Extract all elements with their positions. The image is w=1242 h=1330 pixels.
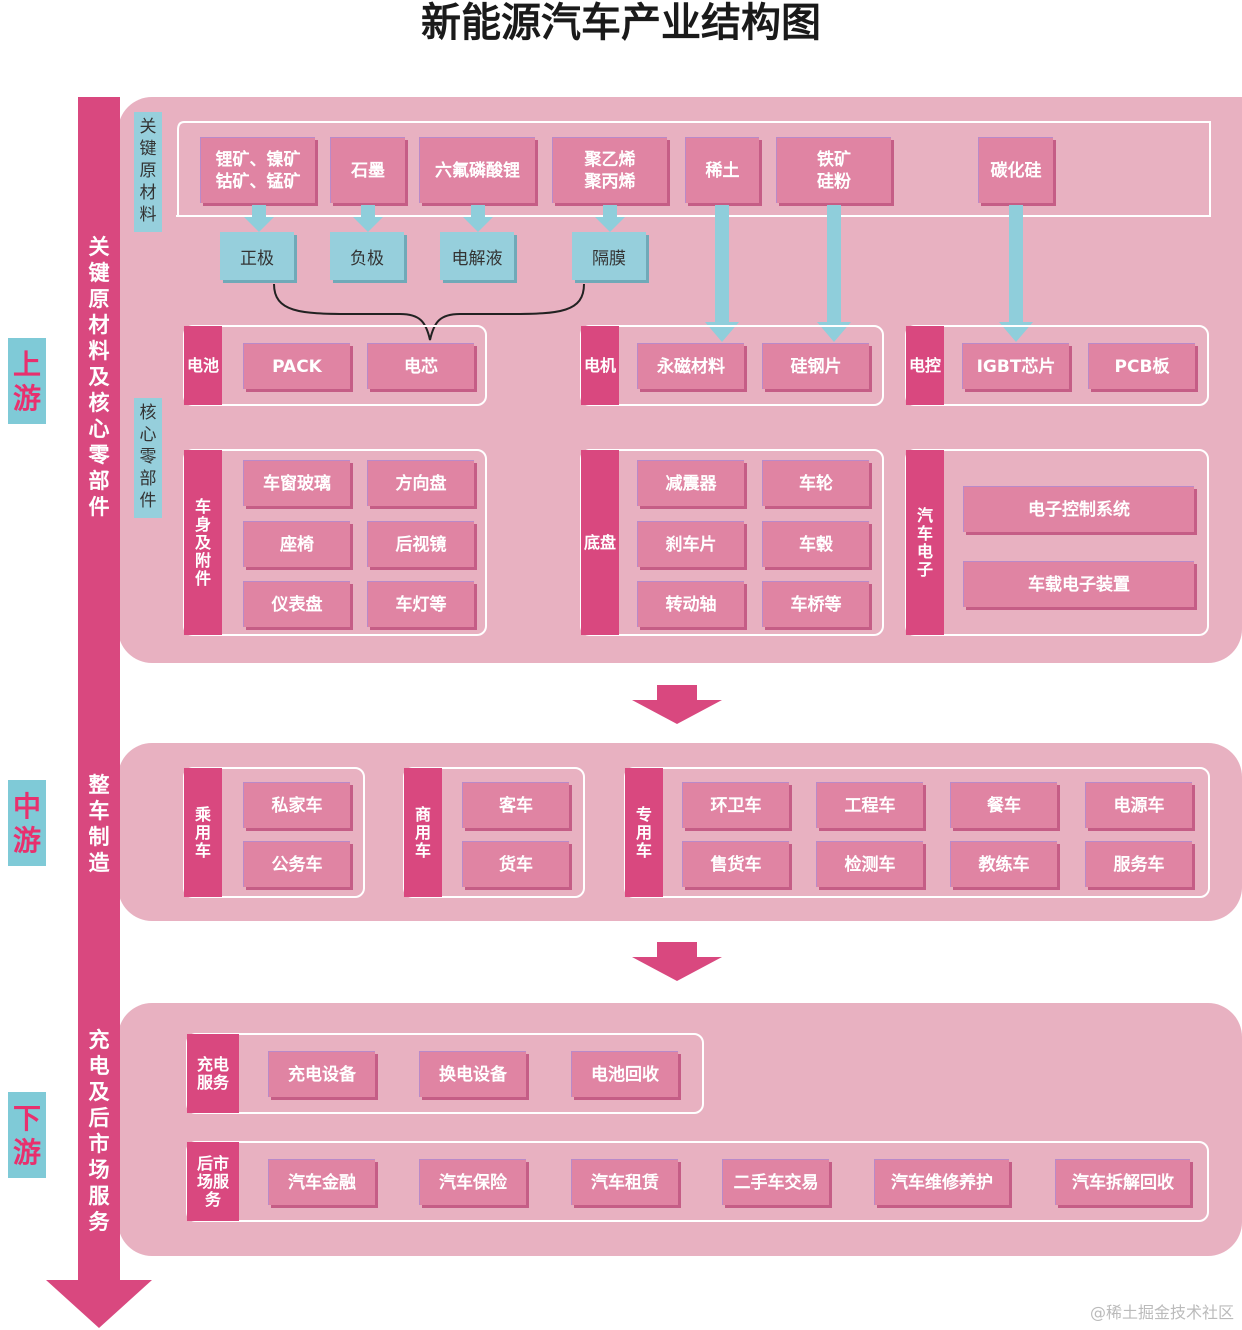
material-iron-silicon: 铁矿 硅粉 — [776, 137, 891, 203]
material-rare-earth: 稀土 — [685, 137, 759, 203]
body-mirror: 后视镜 — [367, 521, 474, 567]
battery-material-anode: 负极 — [330, 232, 404, 280]
charging-label: 充电服务 — [187, 1034, 239, 1113]
charging-equipment: 充电设备 — [268, 1051, 375, 1097]
material-graphite: 石墨 — [330, 137, 405, 203]
battery-material-cathode: 正极 — [220, 232, 294, 280]
ecu-igbt: IGBT芯片 — [962, 343, 1069, 389]
page-title: 新能源汽车产业结构图 — [421, 0, 821, 46]
commercial-label: 商用车 — [404, 768, 442, 897]
material-lipf6: 六氟磷酸锂 — [419, 137, 535, 203]
auto-rental: 汽车租赁 — [571, 1159, 678, 1205]
passenger-label: 乘用车 — [184, 768, 222, 897]
special-vending: 售货车 — [682, 841, 789, 887]
auto-dismantling: 汽车拆解回收 — [1055, 1159, 1190, 1205]
vertical-label-midstream: 整车制造 — [88, 773, 110, 875]
flow-bar — [78, 97, 120, 1280]
chassis-brake-pad: 刹车片 — [637, 521, 744, 567]
special-inspection: 检测车 — [816, 841, 923, 887]
motor-silicon-steel: 硅钢片 — [762, 343, 869, 389]
special-service: 服务车 — [1085, 841, 1192, 887]
chassis-drive-shaft: 转动轴 — [637, 581, 744, 627]
ecu-label: 电控 — [906, 326, 944, 405]
motor-magnet: 永磁材料 — [637, 343, 744, 389]
body-label: 车身及附件 — [184, 450, 222, 635]
body-window-glass: 车窗玻璃 — [243, 460, 350, 506]
special-food-truck: 餐车 — [950, 782, 1057, 828]
auto-maintenance: 汽车维修养护 — [874, 1159, 1009, 1205]
stage-midstream: 中游 — [8, 780, 46, 866]
auto-finance: 汽车金融 — [268, 1159, 375, 1205]
arrow-mid-to-down — [632, 942, 722, 981]
electronics-label: 汽车电子 — [906, 450, 944, 635]
special-power-truck: 电源车 — [1085, 782, 1192, 828]
material-polyolefin: 聚乙烯 聚丙烯 — [552, 137, 667, 203]
electronics-group — [905, 449, 1209, 636]
vertical-label-downstream: 充电及后市场服务 — [88, 1028, 110, 1234]
motor-label: 电机 — [581, 326, 619, 405]
battery-material-electrolyte: 电解液 — [440, 232, 514, 280]
chassis-shock-absorber: 减震器 — [637, 460, 744, 506]
chassis-wheel: 车轮 — [762, 460, 869, 506]
used-car-trading: 二手车交易 — [722, 1159, 829, 1205]
battery-swap-equipment: 换电设备 — [419, 1051, 526, 1097]
special-driving-school: 教练车 — [950, 841, 1057, 887]
electronics-onboard-devices: 车载电子装置 — [963, 561, 1194, 607]
vertical-label-upstream: 关键原材料及核心零部件 — [88, 235, 110, 519]
battery-brace — [273, 283, 585, 341]
electronics-control-system: 电子控制系统 — [963, 486, 1194, 532]
passenger-private-car: 私家车 — [243, 782, 350, 828]
key-materials-label: 关键原材料 — [134, 112, 162, 232]
commercial-bus: 客车 — [462, 782, 569, 828]
chassis-axle: 车桥等 — [762, 581, 869, 627]
passenger-official-car: 公务车 — [243, 841, 350, 887]
special-sanitation: 环卫车 — [682, 782, 789, 828]
body-dashboard: 仪表盘 — [243, 581, 350, 627]
chassis-hub: 车毂 — [762, 521, 869, 567]
chassis-label: 底盘 — [581, 450, 619, 635]
watermark: @稀土掘金技术社区 — [1089, 1303, 1234, 1322]
ecu-pcb: PCB板 — [1088, 343, 1195, 389]
battery-material-separator: 隔膜 — [572, 232, 646, 280]
material-silicon-carbide: 碳化硅 — [978, 137, 1053, 203]
special-engineering: 工程车 — [816, 782, 923, 828]
body-seat: 座椅 — [243, 521, 350, 567]
flow-arrow-head — [46, 1280, 152, 1328]
material-lithium-ore: 锂矿、镍矿 钴矿、锰矿 — [200, 137, 315, 203]
commercial-truck: 货车 — [462, 841, 569, 887]
battery-label: 电池 — [184, 326, 222, 405]
midstream-panel — [118, 743, 1242, 921]
battery-cell: 电芯 — [367, 343, 474, 389]
material-arrows — [244, 205, 1033, 342]
body-steering-wheel: 方向盘 — [367, 460, 474, 506]
aftermarket-label: 后市场服务 — [187, 1142, 239, 1221]
arrow-up-to-mid — [632, 685, 722, 724]
downstream-panel — [118, 1003, 1242, 1256]
battery-pack: PACK — [243, 343, 350, 389]
special-label: 专用车 — [625, 768, 663, 897]
auto-insurance: 汽车保险 — [419, 1159, 526, 1205]
stage-upstream: 上游 — [8, 338, 46, 424]
materials-bracket — [176, 121, 1211, 217]
battery-recycling: 电池回收 — [571, 1051, 678, 1097]
core-parts-label: 核心零部件 — [134, 398, 162, 518]
body-lamps: 车灯等 — [367, 581, 474, 627]
stage-downstream: 下游 — [8, 1092, 46, 1178]
